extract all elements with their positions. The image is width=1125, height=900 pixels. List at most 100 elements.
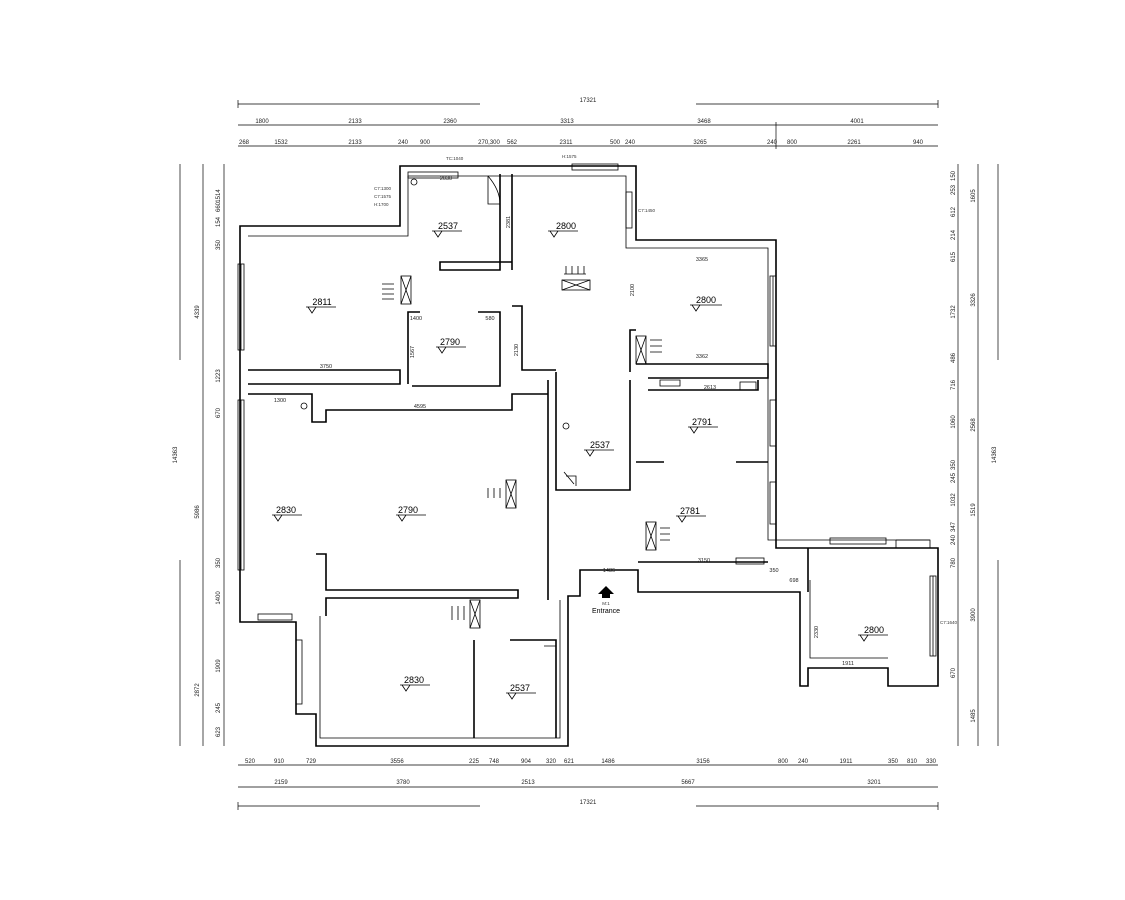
top-dim: 268 xyxy=(239,140,250,146)
right-dim: 615 xyxy=(951,251,957,262)
inner-dim: 2613 xyxy=(704,385,716,391)
right-total-dim: 14363 xyxy=(992,446,998,463)
top-dim: 3468 xyxy=(697,119,711,125)
top-dim: 2133 xyxy=(348,119,362,125)
left-dim: 670 xyxy=(216,407,222,418)
room-height-label: 2791 xyxy=(692,417,712,427)
right-dim: 670 xyxy=(951,667,957,678)
wall xyxy=(636,363,769,379)
room-height-label: 2537 xyxy=(510,683,530,693)
room-height-label: 2800 xyxy=(556,221,576,231)
bottom-dim: 2159 xyxy=(274,780,288,786)
dimension-lines xyxy=(179,100,999,810)
radiator-icon xyxy=(400,275,657,629)
entrance-label: Entrance xyxy=(592,608,620,615)
drain-icon xyxy=(562,422,570,430)
outer-wall xyxy=(239,165,939,747)
bottom-dim: 748 xyxy=(489,759,500,765)
window-tag: H:1575 xyxy=(562,154,577,159)
bottom-dim: 240 xyxy=(798,759,809,765)
top-dim: 240 xyxy=(767,140,778,146)
left-dim: 1514 xyxy=(216,189,222,203)
left-dim: 1400 xyxy=(216,591,222,605)
entrance-arrow-icon xyxy=(598,586,614,598)
right-dim: 347 xyxy=(951,521,957,532)
inner-dim: 698 xyxy=(789,578,798,584)
top-dim: 240 xyxy=(398,140,409,146)
room-height-label: 2781 xyxy=(680,506,700,516)
bottom-dim: 330 xyxy=(926,759,937,765)
window xyxy=(829,537,887,545)
top-dim: 2261 xyxy=(847,140,861,146)
room-height-label: 2537 xyxy=(438,221,458,231)
window xyxy=(257,613,293,621)
right-dim: 486 xyxy=(951,352,957,363)
right-dim: 1732 xyxy=(951,305,957,319)
right-dim: 1519 xyxy=(971,503,977,517)
inner-dimension-labels: 2030 2381 3365 2100 1400 1567 580 2130 3… xyxy=(274,176,854,667)
wall xyxy=(555,372,631,491)
right-dim: 245 xyxy=(951,472,957,483)
drain-icon xyxy=(410,178,418,186)
top-dim: 900 xyxy=(420,140,431,146)
wall xyxy=(248,369,401,385)
top-total-dim: 17321 xyxy=(580,98,597,104)
left-dim: 1909 xyxy=(216,659,222,673)
window-tag: C7:1575 xyxy=(374,194,392,199)
window-tag: C7:1640 xyxy=(940,620,958,625)
window-tag: TC:1040 xyxy=(446,156,464,161)
bottom-dim: 729 xyxy=(306,759,317,765)
inner-dim: 2130 xyxy=(514,344,520,356)
bottom-dim: 810 xyxy=(907,759,918,765)
inner-dim: 1486 xyxy=(603,568,615,574)
inner-dim: 1300 xyxy=(274,398,286,404)
bottom-dim: 1486 xyxy=(601,759,615,765)
wall xyxy=(510,639,557,738)
top-dim: 1800 xyxy=(255,119,269,125)
drain-icon xyxy=(300,402,308,410)
sink-icon xyxy=(659,379,681,387)
left-dim: 350 xyxy=(216,239,222,250)
room-height-label: 2800 xyxy=(696,295,716,305)
left-dim: 660 xyxy=(216,201,222,212)
bottom-dim: 350 xyxy=(888,759,899,765)
right-dim: 214 xyxy=(951,229,957,240)
inner-dim: 3362 xyxy=(696,354,708,360)
inner-dim: 580 xyxy=(485,316,494,322)
right-dim: 3326 xyxy=(971,293,977,307)
walls xyxy=(239,165,939,747)
left-total-dim: 14363 xyxy=(173,446,179,463)
inner-dim: 2100 xyxy=(630,284,636,296)
bottom-dim: 320 xyxy=(546,759,557,765)
inner-dim: 2381 xyxy=(506,216,512,228)
bottom-dim: 3556 xyxy=(390,759,404,765)
window-tag: C7:1450 xyxy=(638,208,656,213)
entrance-tag: M:1 xyxy=(602,601,610,606)
right-dim: 350 xyxy=(951,459,957,470)
right-dim: 780 xyxy=(951,557,957,568)
bottom-dim: 3201 xyxy=(867,780,881,786)
right-dim: 1605 xyxy=(971,189,977,203)
room-height-label: 2790 xyxy=(398,505,418,515)
stove-icon xyxy=(739,381,757,391)
room-height-label: 2811 xyxy=(312,297,331,307)
top-dim: 2311 xyxy=(560,140,574,146)
top-dim: 562 xyxy=(507,140,518,146)
top-dim: 2133 xyxy=(348,140,362,146)
wall xyxy=(407,311,420,384)
top-dim: 500 xyxy=(610,140,621,146)
room-height-label: 2790 xyxy=(440,337,460,347)
bottom-dim: 225 xyxy=(469,759,480,765)
room-height-label: 2830 xyxy=(404,675,424,685)
railing xyxy=(895,539,931,548)
left-dim: 245 xyxy=(216,702,222,713)
wall xyxy=(316,553,519,616)
windows xyxy=(237,163,937,705)
inner-dim: 1400 xyxy=(410,316,422,322)
inner-dim: 1911 xyxy=(842,661,854,667)
bottom-dim: 1911 xyxy=(840,759,854,765)
fixtures xyxy=(300,175,931,660)
left-dim: 154 xyxy=(216,216,222,227)
window-tag: H:1700 xyxy=(374,202,389,207)
